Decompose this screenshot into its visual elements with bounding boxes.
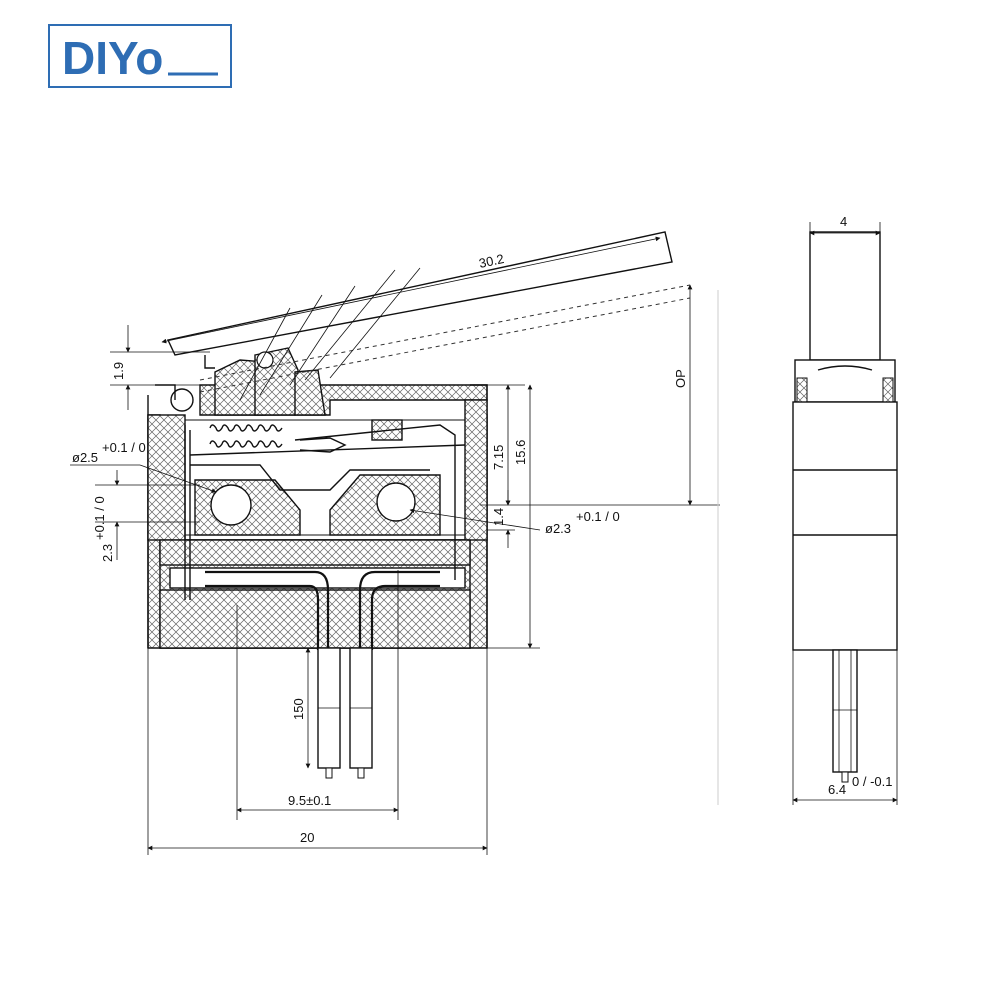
dim-thickness-tol: 0 / -0.1 <box>852 774 892 789</box>
spring-mechanism <box>184 419 466 600</box>
dim-body-height-label: 15.6 <box>513 440 528 465</box>
end-terminal <box>832 649 858 773</box>
end-view: 4 6.4 0 / -0.1 <box>792 214 898 805</box>
dim-terminal-length-label: 150 <box>291 698 306 720</box>
dim-hole-left-label: ø2.5 <box>72 450 98 465</box>
end-body <box>792 401 898 651</box>
terminal-block <box>159 539 471 566</box>
dim-hole-right-label: ø2.3 <box>545 521 571 536</box>
dim-op-label: OP <box>673 369 688 388</box>
brand-logo: DIYo <box>48 24 232 88</box>
brand-logo-mark: DIYo <box>48 24 232 88</box>
lever-roller <box>170 388 194 412</box>
internal-terminals <box>169 567 466 650</box>
dim-terminal-pitch-label: 9.5±0.1 <box>288 793 331 808</box>
dimension-lines <box>70 236 720 855</box>
dim-body-thickness-label: 6.4 <box>828 782 846 797</box>
dim-lever-height-label: 1.9 <box>111 362 126 380</box>
base-block <box>159 589 471 649</box>
mounting-hole-right <box>329 474 441 536</box>
dim-hole-right-tol: +0.1 / 0 <box>576 509 620 524</box>
dim-plunger-width-label: 4 <box>840 214 847 229</box>
end-plunger <box>809 231 881 361</box>
end-head <box>794 359 896 403</box>
brand-logo-text: DIYo <box>62 32 163 84</box>
dim-hole-offset-tol: +0.1 / 0 <box>92 496 107 540</box>
dim-hole-offset-label: 2.3 <box>100 544 115 562</box>
dim-hole-left-tol: +0.1 / 0 <box>102 440 146 455</box>
mounting-hole-left <box>194 479 301 536</box>
dim-length-label: 30.2 <box>478 251 506 271</box>
dim-hole-height-label: 7.15 <box>491 445 506 470</box>
dim-edge-hole-label: 1.4 <box>491 508 506 526</box>
side-view: 30.2 1.9 OP ø2.5 +0.1 / 0 ø2.3 +0.1 / 0 … <box>70 231 720 855</box>
actuator-plunger <box>214 347 326 416</box>
dim-body-width-label: 20 <box>300 830 314 845</box>
